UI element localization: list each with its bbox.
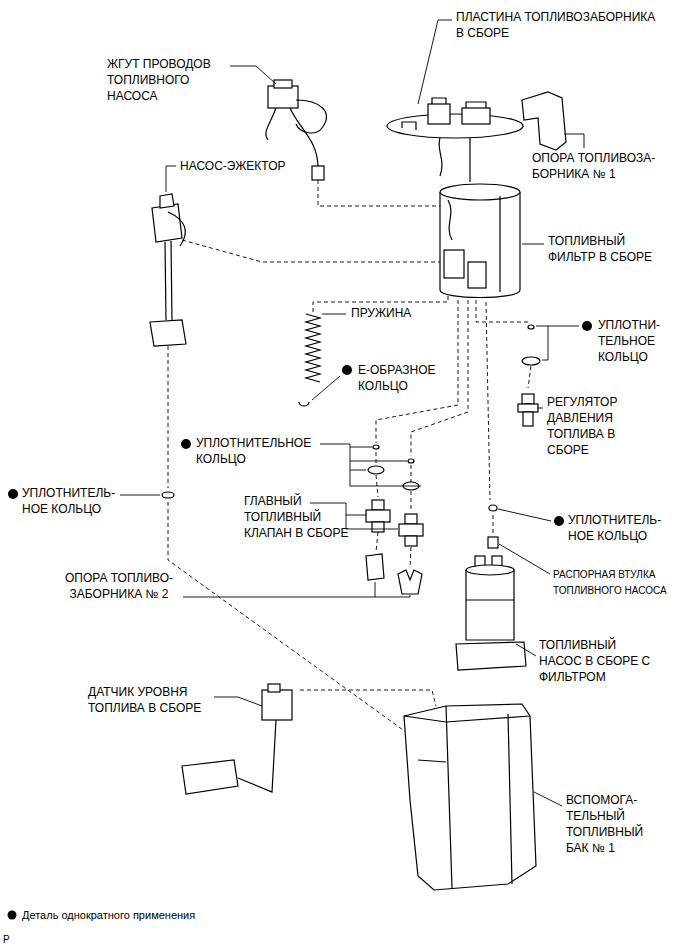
pressure-regulator [518, 394, 538, 426]
o-rings [162, 325, 540, 511]
part-label: ВСПОМОГА- ТЕЛЬНЫЙ ТОПЛИВНЫЙ БАК № 1 [566, 792, 652, 856]
part-label: Е-ОБРАЗНОЕ КОЛЬЦО [358, 362, 450, 394]
label-holder: УПЛОТНИ- ТЕЛЬНОЕ КОЛЬЦО [598, 317, 672, 365]
sender-plate [387, 98, 523, 182]
part-label: УПЛОТНИТЕЛЬ- НОЕ КОЛЬЦО [568, 512, 676, 544]
part-label: ЖГУТ ПРОВОДОВ ТОПЛИВНОГО НАСОСА [107, 56, 225, 104]
support-1 [522, 92, 566, 150]
label-holder: Деталь однократного применения [22, 907, 195, 923]
part-label: УПЛОТНИТЕЛЬ- НОЕ КОЛЬЦО [22, 485, 130, 517]
label-holder: РЕГУЛЯТОР ДАВЛЕНИЯ ТОПЛИВА В СБОРЕ [547, 394, 629, 458]
main-valves [366, 500, 423, 546]
label-holder: НАСОС-ЭЖЕКТОР [180, 158, 286, 174]
part-label: ДАТЧИК УРОВНЯ ТОПЛИВА В СБОРЕ [88, 684, 212, 716]
part-label: ГЛАВНЫЙ ТОПЛИВНЫЙ КЛАПАН В СБОРЕ [244, 493, 359, 541]
label-holder: Е-ОБРАЗНОЕ КОЛЬЦО [358, 362, 450, 394]
part-label: ПРУЖИНА [351, 305, 411, 321]
label-holder: УПЛОТНИТЕЛЬ- НОЕ КОЛЬЦО [568, 512, 676, 544]
label-holder: P [3, 932, 10, 948]
label-holder: ТОПЛИВНЫЙ ФИЛЬТР В СБОРЕ [548, 233, 663, 265]
assembly-lines [168, 180, 531, 735]
fuel-pump [456, 556, 526, 670]
part-label: НАСОС-ЭЖЕКТОР [180, 158, 286, 174]
label-holder: ПЛАСТИНА ТОПЛИВОЗАБОРНИКА В СБОРЕ [456, 9, 666, 41]
part-label: ТОПЛИВНЫЙ ФИЛЬТР В СБОРЕ [548, 233, 663, 265]
label-holder: ЖГУТ ПРОВОДОВ ТОПЛИВНОГО НАСОСА [107, 56, 225, 104]
page-mark: P [3, 932, 10, 948]
label-holder: ДАТЧИК УРОВНЯ ТОПЛИВА В СБОРЕ [88, 684, 212, 716]
leader-lines [120, 20, 584, 806]
label-holder: ТОПЛИВНЫЙ НАСОС В СБОРЕ С ФИЛЬТРОМ [539, 637, 657, 685]
part-label: ПЛАСТИНА ТОПЛИВОЗАБОРНИКА В СБОРЕ [456, 9, 666, 41]
legend-text: Деталь однократного применения [22, 907, 195, 923]
jet-pump [150, 194, 186, 346]
sub-tank [404, 704, 536, 890]
part-label: УПЛОТНИ- ТЕЛЬНОЕ КОЛЬЦО [598, 317, 672, 365]
label-holder: УПЛОТНИТЕЛЬ- НОЕ КОЛЬЦО [22, 485, 130, 517]
label-holder: ВСПОМОГА- ТЕЛЬНЫЙ ТОПЛИВНЫЙ БАК № 1 [566, 792, 652, 856]
e-ring [299, 402, 309, 406]
support-2 [366, 554, 422, 594]
label-holder: ГЛАВНЫЙ ТОПЛИВНЫЙ КЛАПАН В СБОРЕ [244, 493, 359, 541]
fuel-filter [440, 184, 520, 298]
part-label: ОПОРА ТОПЛИВО- ЗАБОРНИКА № 2 [58, 570, 180, 602]
part-label: ОПОРА ТОПЛИВОЗА- БОРНИКА № 1 [532, 150, 667, 182]
part-label: РЕГУЛЯТОР ДАВЛЕНИЯ ТОПЛИВА В СБОРЕ [547, 394, 629, 458]
spacer [488, 537, 498, 548]
part-label: РАСПОРНАЯ ВТУЛКА ТОПЛИВНОГО НАСОСА [553, 567, 685, 599]
label-holder: РАСПОРНАЯ ВТУЛКА ТОПЛИВНОГО НАСОСА [553, 567, 685, 599]
label-holder: УПЛОТНИТЕЛЬНОЕ КОЛЬЦО [196, 435, 324, 467]
part-label: ТОПЛИВНЫЙ НАСОС В СБОРЕ С ФИЛЬТРОМ [539, 637, 657, 685]
part-label: УПЛОТНИТЕЛЬНОЕ КОЛЬЦО [196, 435, 324, 467]
label-holder: ОПОРА ТОПЛИВО- ЗАБОРНИКА № 2 [58, 570, 180, 602]
spring [306, 314, 320, 382]
single-use-bullets [8, 321, 593, 920]
level-sender [182, 684, 292, 794]
label-holder: ПРУЖИНА [351, 305, 411, 321]
label-holder: ОПОРА ТОПЛИВОЗА- БОРНИКА № 1 [532, 150, 667, 182]
